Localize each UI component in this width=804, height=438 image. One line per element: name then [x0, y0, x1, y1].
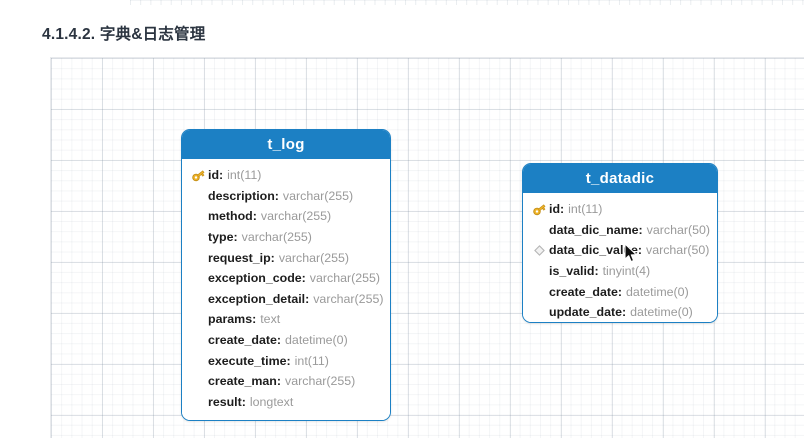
field-type: text — [260, 312, 281, 327]
primary-key-icon — [188, 167, 208, 183]
field-name: params — [208, 312, 253, 327]
field-row[interactable]: data_dic_value: varchar(50) — [523, 240, 717, 261]
field-row[interactable]: create_date:datetime(0) — [523, 281, 717, 302]
field-separator: : — [621, 305, 627, 320]
field-name: result — [208, 394, 242, 409]
field-separator: : — [241, 394, 246, 409]
field-name: id — [549, 202, 561, 217]
field-type: datetime(0) — [630, 305, 693, 320]
field-type: datetime(0) — [626, 284, 689, 299]
field-row[interactable]: request_ip:varchar(255) — [182, 247, 390, 268]
field-name: create_date — [549, 284, 618, 299]
field-type: datetime(0) — [285, 333, 348, 348]
field-separator: : — [270, 250, 275, 265]
field-separator: : — [274, 188, 279, 203]
field-type: int(11) — [294, 353, 329, 368]
entity-title-t_log: t_log — [182, 130, 390, 159]
field-name: id — [208, 168, 220, 183]
field-row[interactable]: description:varchar(255) — [182, 186, 390, 207]
field-name: request_ip — [208, 250, 271, 265]
field-name: exception_detail — [208, 291, 306, 306]
page-title: 4.1.4.2. 字典&日志管理 — [42, 26, 206, 43]
field-name: type — [208, 230, 234, 245]
field-type: varchar(50) — [646, 243, 710, 258]
field-type: int(11) — [568, 202, 603, 217]
field-type: int(11) — [227, 168, 262, 183]
field-separator: : — [276, 333, 282, 348]
field-row[interactable]: update_date:datetime(0) — [523, 302, 717, 322]
field-separator: : — [637, 243, 642, 258]
entity-fields-t_datadic: id:int(11)data_dic_name:varchar(50)data_… — [523, 193, 717, 322]
field-name: create_man — [208, 374, 277, 389]
field-name: update_date — [549, 305, 622, 320]
field-name: exception_code — [208, 271, 302, 286]
field-type: varchar(255) — [278, 250, 350, 265]
field-type: varchar(255) — [260, 209, 332, 224]
field-row[interactable]: id:int(11) — [182, 165, 390, 186]
top-grid-sliver — [130, 0, 804, 5]
field-separator: : — [305, 291, 310, 306]
field-separator: : — [276, 374, 282, 389]
entity-fields-t_log: id:int(11)description:varchar(255)method… — [182, 159, 390, 420]
field-type: varchar(255) — [309, 271, 381, 286]
field-name: method — [208, 209, 253, 224]
field-type: varchar(255) — [282, 188, 354, 203]
field-separator: : — [252, 209, 257, 224]
field-separator: : — [594, 264, 599, 279]
field-name: is_valid — [549, 264, 595, 279]
field-type: varchar(255) — [313, 291, 384, 306]
field-row[interactable]: exception_detail:varchar(255) — [182, 289, 390, 310]
field-separator: : — [219, 168, 224, 183]
field-separator: : — [638, 222, 643, 237]
field-row[interactable]: result:longtext — [182, 392, 390, 413]
field-row[interactable]: is_valid:tinyint(4) — [523, 261, 717, 282]
field-type: longtext — [249, 394, 294, 409]
field-separator: : — [233, 230, 238, 245]
field-separator: : — [560, 202, 565, 217]
primary-key-icon — [529, 201, 549, 217]
field-separator: : — [301, 271, 306, 286]
field-row[interactable]: execute_time:int(11) — [182, 350, 390, 371]
field-type: varchar(255) — [241, 230, 312, 245]
field-row[interactable]: create_date:datetime(0) — [182, 330, 390, 351]
field-name: execute_time — [208, 353, 287, 368]
field-row[interactable]: type:varchar(255) — [182, 227, 390, 248]
diamond-icon — [529, 242, 549, 258]
field-row[interactable]: id:int(11) — [523, 199, 717, 220]
field-type: tinyint(4) — [602, 264, 651, 279]
field-row[interactable]: method:varchar(255) — [182, 206, 390, 227]
field-separator: : — [252, 312, 257, 327]
field-name: create_date — [208, 333, 277, 348]
field-row[interactable]: data_dic_name:varchar(50) — [523, 220, 717, 241]
field-separator: : — [617, 284, 623, 299]
field-type: varchar(255) — [285, 374, 356, 389]
field-row[interactable]: exception_code:varchar(255) — [182, 268, 390, 289]
entity-title-t_datadic: t_datadic — [523, 164, 717, 193]
field-row[interactable]: create_man:varchar(255) — [182, 371, 390, 392]
field-name: data_dic_name — [549, 222, 639, 237]
field-separator: : — [286, 353, 291, 368]
field-row[interactable]: params:text — [182, 309, 390, 330]
field-type: varchar(50) — [646, 222, 711, 237]
field-name: data_dic_value — [549, 243, 638, 258]
field-name: description — [208, 188, 275, 203]
